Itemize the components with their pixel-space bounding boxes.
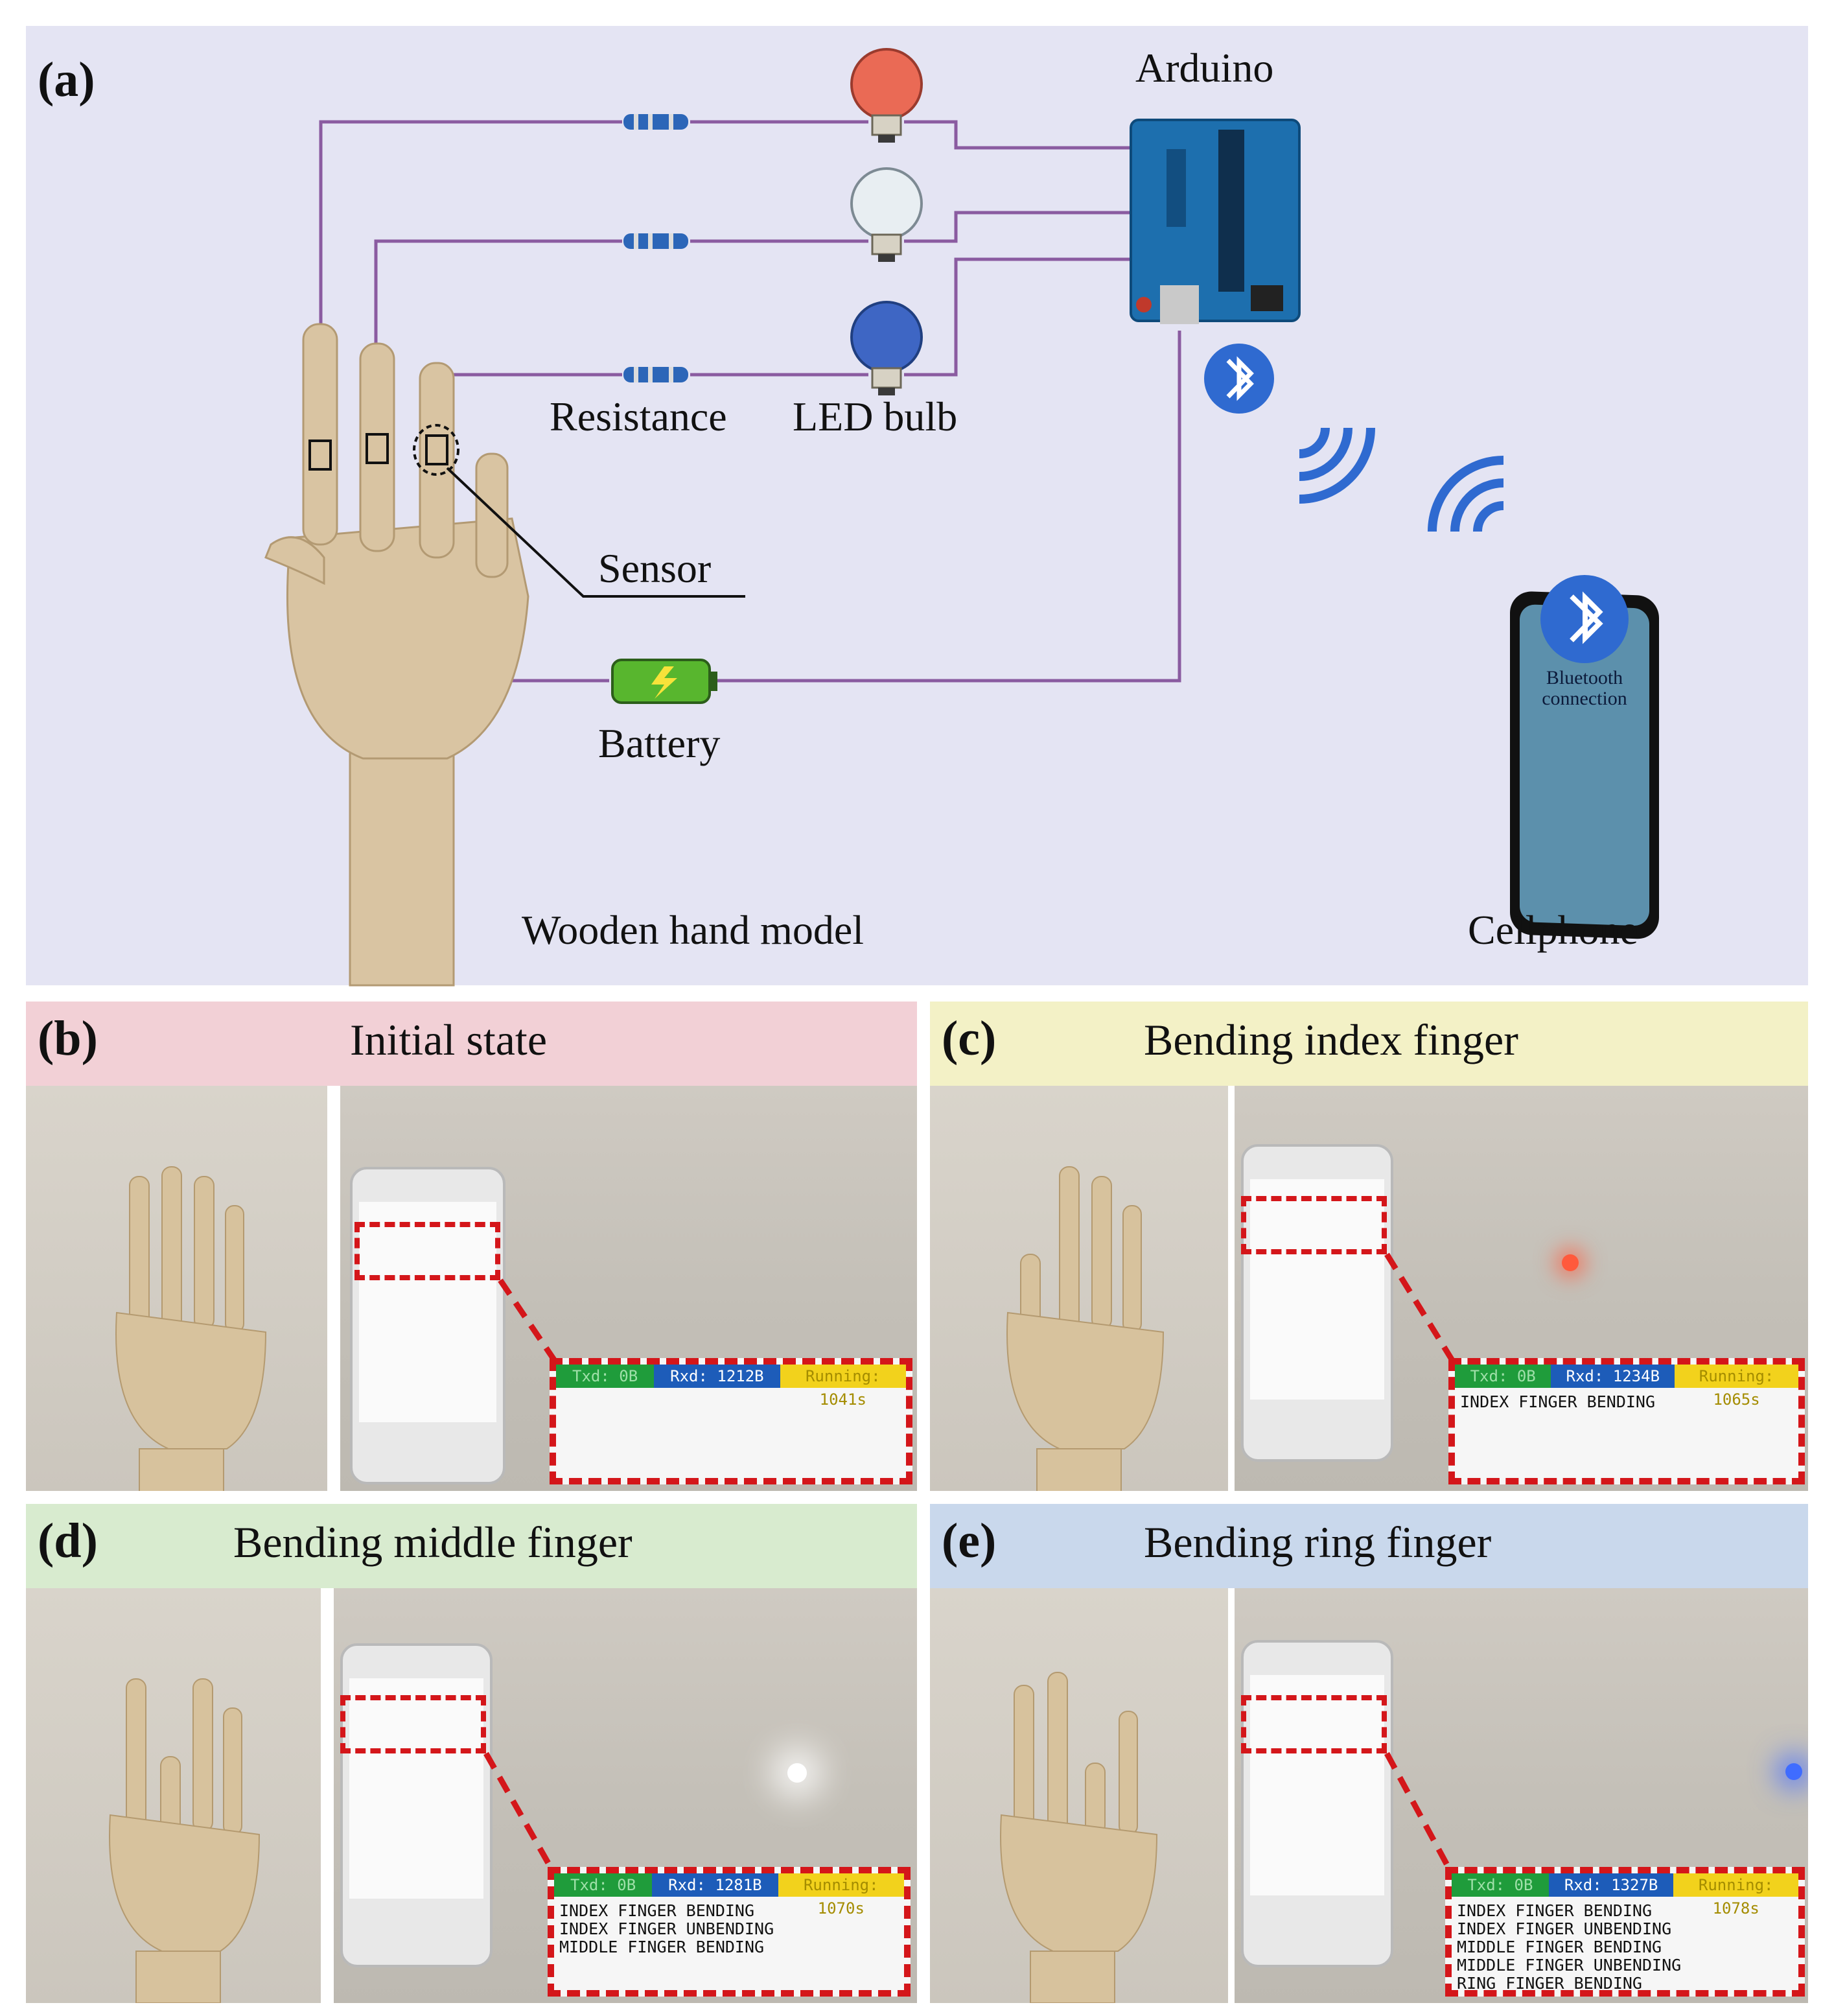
hand-photo-e [930,1588,1228,2003]
running-counter: Running: 1070s [778,1873,904,1917]
lit-red-led [1562,1254,1579,1271]
phone-screen-text: Bluetooth connection [1542,667,1627,709]
panel-b-header: (b) Initial state [26,1002,917,1086]
highlight-box [1241,1695,1387,1753]
panel-d-title: Bending middle finger [233,1518,633,1567]
phone-photo [1241,1640,1393,1967]
lit-blue-led [1785,1763,1802,1780]
txd-counter: Txd: 0B [1455,1365,1551,1388]
running-counter: Running: 1041s [780,1365,906,1409]
hand-model-label: Wooden hand model [522,907,865,953]
terminal-line: INDEX FINGER UNBENDING [1457,1919,1672,1938]
panel-label-d: (d) [38,1514,98,1568]
bulb-white-icon [850,167,923,262]
connector-line-e [1384,1752,1454,1875]
wooden-hand-icon [264,323,529,987]
resistance-label: Resistance [550,393,727,440]
cellphone-label: Cellphone [1468,907,1639,953]
arduino-label: Arduino [1135,45,1274,91]
panel-label-c: (c) [942,1011,997,1066]
panel-e-header: (e) Bending ring finger [930,1504,1808,1588]
bulb-blue-icon [850,301,923,395]
phone-photo [340,1643,493,1967]
terminal-line: INDEX FINGER BENDING [1460,1392,1656,1411]
arduino-board-icon [1130,119,1301,324]
lit-white-led [787,1763,807,1783]
battery-icon [611,659,717,704]
terminal-line: MIDDLE FINGER BENDING [1457,1938,1662,1956]
panel-label-a: (a) [38,53,95,107]
connector-line-c [1384,1252,1457,1366]
panel-c-title: Bending index finger [1144,1015,1518,1064]
txd-counter: Txd: 0B [554,1873,653,1897]
highlight-box [340,1695,486,1753]
panel-c-header: (c) Bending index finger [930,1002,1808,1086]
bluetooth-icon [1204,344,1274,414]
hand-photo-b [26,1086,327,1491]
sensor-label: Sensor [598,545,712,591]
terminal-line: RING FINGER BENDING [1457,1974,1642,1993]
cellphone-icon [1510,575,1659,939]
terminal-line: MIDDLE FINGER UNBENDING [1457,1956,1682,1975]
resistor-icon [623,114,688,130]
panel-label-b: (b) [38,1011,98,1066]
panel-d-header: (d) Bending middle finger [26,1504,917,1588]
running-counter: Running: 1065s [1675,1365,1798,1409]
led-bulb-label: LED bulb [793,393,958,440]
running-counter: Running: 1078s [1673,1873,1798,1917]
terminal-line: INDEX FINGER BENDING [559,1901,755,1920]
sensor-marker [308,424,745,598]
rxd-counter: Rxd: 1327B [1548,1873,1674,1897]
connector-line-d [483,1752,557,1875]
circuit-diagram [264,48,1659,987]
rxd-counter: Rxd: 1281B [652,1873,778,1897]
highlight-box [354,1222,500,1280]
terminal-line: MIDDLE FINGER BENDING [559,1938,765,1956]
txd-counter: Txd: 0B [1452,1873,1549,1897]
panel-e-title: Bending ring finger [1144,1518,1492,1567]
resistor-icon [623,233,688,249]
terminal-output: INDEX FINGER BENDING [1460,1393,1655,1411]
bulb-red-icon [850,48,923,143]
phone-photo [350,1167,505,1484]
wireless-signal-icon [1299,427,1375,504]
rxd-counter: Rxd: 1234B [1551,1365,1675,1388]
panel-b-title: Initial state [350,1015,548,1064]
wireless-signal-icon [1428,456,1504,532]
resistor-icon [623,367,688,382]
hand-photo-c [930,1086,1228,1491]
terminal-line: INDEX FINGER BENDING [1457,1901,1653,1920]
connector-line-b [498,1278,560,1366]
battery-label: Battery [598,720,721,766]
hand-photo-d [26,1588,321,2003]
panel-label-e: (e) [942,1514,997,1568]
terminal-line: INDEX FINGER UNBENDING [559,1919,774,1938]
rxd-counter: Rxd: 1212B [654,1365,780,1388]
txd-counter: Txd: 0B [556,1365,655,1388]
highlight-box [1241,1196,1387,1254]
